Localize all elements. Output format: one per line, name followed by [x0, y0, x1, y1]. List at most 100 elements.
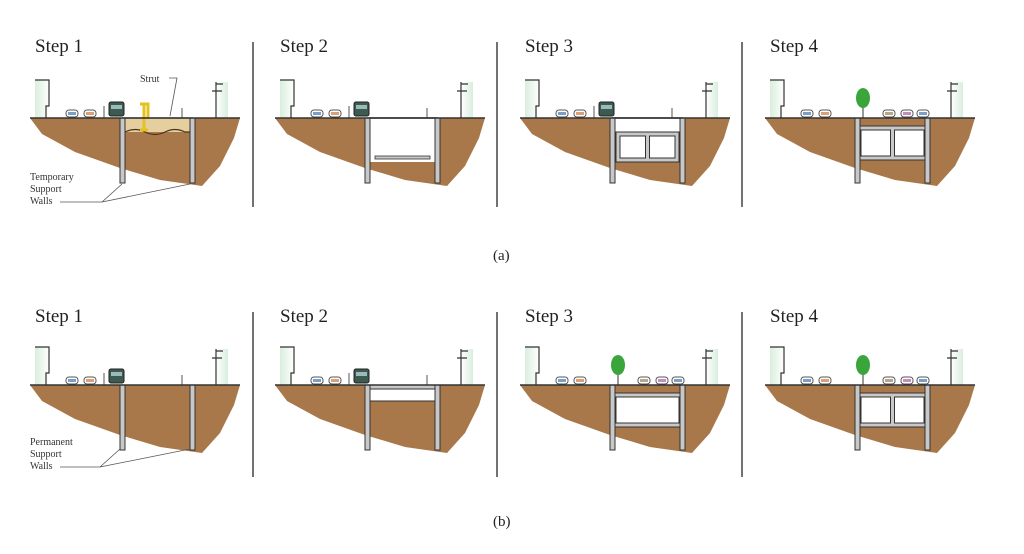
car-window — [558, 379, 566, 382]
building-right — [216, 82, 228, 118]
caption-b: (b) — [493, 514, 511, 530]
support-wall — [434, 117, 441, 184]
building-outline — [525, 79, 540, 118]
car-window — [658, 379, 666, 382]
bus-window — [356, 105, 367, 109]
utility-pole-icon — [947, 82, 958, 118]
panel-a-step-4: Step 4 — [765, 36, 975, 186]
utility-pole-icon — [702, 82, 713, 118]
building-right — [461, 82, 473, 118]
car-window — [313, 112, 321, 115]
soil — [275, 385, 485, 453]
support-wall — [364, 117, 371, 184]
support-wall — [679, 117, 686, 184]
support-wall — [189, 384, 196, 451]
walls-label: Walls — [30, 461, 53, 472]
support-wall — [434, 384, 441, 451]
building-right — [216, 349, 228, 385]
support-wall — [854, 384, 861, 451]
excavated-sand — [122, 118, 193, 132]
building-outline — [770, 79, 785, 118]
car-window — [803, 379, 811, 382]
car-window — [640, 379, 648, 382]
caption-a: (a) — [493, 248, 510, 264]
car-window — [313, 379, 321, 382]
car-window — [919, 379, 927, 382]
panel-b-step-3: Step 3 — [520, 306, 730, 453]
car-window — [885, 112, 893, 115]
car-window — [885, 379, 893, 382]
building — [35, 347, 49, 385]
panel-b-step-4: Step 4 — [765, 306, 975, 453]
support-wall — [609, 117, 616, 184]
building — [525, 80, 539, 118]
open-excavation — [367, 118, 438, 162]
step-title: Step 4 — [770, 306, 819, 327]
excavation-level — [124, 128, 193, 136]
car-window — [68, 112, 76, 115]
utility-pole-icon — [212, 82, 223, 118]
strut-leader — [169, 77, 178, 117]
panel-b-step-2: Step 2 — [275, 306, 485, 453]
bus-window — [601, 105, 612, 109]
step-title: Step 3 — [525, 306, 573, 327]
support-wall — [609, 384, 616, 451]
car-window — [86, 112, 94, 115]
tunnel-cell — [860, 396, 891, 424]
tunnel-cell — [649, 135, 676, 159]
walls-leader — [60, 183, 191, 203]
building-right — [461, 349, 473, 385]
step-title: Step 4 — [770, 36, 819, 57]
car-window — [558, 112, 566, 115]
building — [770, 347, 784, 385]
car-window — [68, 379, 76, 382]
bus-window — [356, 372, 367, 376]
car-window — [576, 379, 584, 382]
soil — [30, 118, 240, 186]
car-window — [919, 112, 927, 115]
building-outline — [35, 346, 50, 385]
support-wall — [924, 117, 931, 184]
utility-pole-icon — [212, 349, 223, 385]
utility-pole-icon — [702, 349, 713, 385]
step-title: Step 2 — [280, 36, 328, 57]
soil — [30, 385, 240, 453]
tree-icon — [611, 355, 625, 375]
building — [770, 80, 784, 118]
tree-icon — [856, 355, 870, 375]
walls-label: Temporary — [30, 172, 74, 183]
support-wall — [854, 117, 861, 184]
utility-pole-icon — [947, 349, 958, 385]
strut-label: Strut — [140, 74, 160, 85]
building-outline — [35, 79, 50, 118]
bus-window — [111, 105, 122, 109]
building-right — [706, 349, 718, 385]
building — [280, 347, 294, 385]
car-window — [903, 112, 911, 115]
utility-pole-icon — [457, 82, 468, 118]
car-window — [821, 112, 829, 115]
step-title: Step 1 — [35, 36, 83, 57]
car-window — [86, 379, 94, 382]
walls-leader — [60, 448, 191, 468]
support-wall — [189, 117, 196, 184]
building-outline — [280, 79, 295, 118]
walls-label: Permanent — [30, 437, 73, 448]
support-wall — [924, 384, 931, 451]
excavator-icon — [140, 102, 150, 132]
building-right — [951, 82, 963, 118]
support-wall — [119, 117, 126, 184]
building — [280, 80, 294, 118]
building-right — [951, 349, 963, 385]
tree-icon — [856, 88, 870, 108]
tunnel-cell — [615, 396, 680, 424]
step-title: Step 3 — [525, 36, 573, 57]
car-window — [331, 379, 339, 382]
car-window — [903, 379, 911, 382]
support-wall — [119, 384, 126, 451]
step-title: Step 2 — [280, 306, 328, 327]
car-window — [576, 112, 584, 115]
walls-label: Walls — [30, 196, 53, 207]
bus-window — [111, 372, 122, 376]
